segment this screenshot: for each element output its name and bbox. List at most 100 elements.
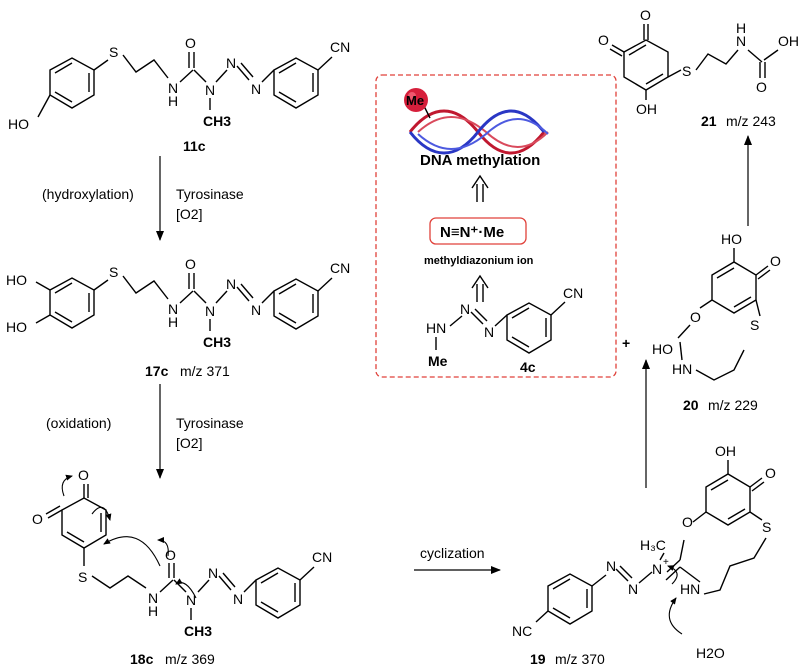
nh-label: N <box>736 33 746 49</box>
curly-arrow <box>157 537 169 557</box>
azo-n2-label: N <box>484 324 494 340</box>
condition-enzyme-2: Tyrosinase <box>176 415 244 431</box>
sulfur-label: S <box>78 569 87 585</box>
dna-strand-red-2 <box>417 116 549 148</box>
hn-label: HN <box>680 581 700 597</box>
condition-process-1: (hydroxylation) <box>42 186 134 202</box>
compound-label-19: 19 <box>530 651 546 667</box>
n-plus-label: N <box>652 561 662 577</box>
charge-label: + <box>663 557 669 568</box>
compound-17c: HO HO S N H O N CH3 N N CN 17c m/z 371 <box>6 256 350 379</box>
sulfur-label: S <box>682 63 691 79</box>
hydroxyl-label: HO <box>721 231 742 247</box>
methyl-label: Me <box>428 353 448 369</box>
compound-label-18c: 18c <box>130 651 154 667</box>
hydroxyl-label: HO <box>8 116 29 132</box>
compound-21: O O OH S N H O OH 21 m/z 243 <box>598 7 799 129</box>
mz-19: m/z 370 <box>555 651 605 667</box>
compound-label-20: 20 <box>683 397 699 413</box>
compound-label-21: 21 <box>701 113 717 129</box>
methyl-badge-text: Me <box>406 93 424 108</box>
dna-strand-blue <box>408 109 546 155</box>
ketone-o-label: O <box>770 253 781 269</box>
hemiaminal-oh-label: HO <box>652 341 673 357</box>
azo-n2-label: N <box>251 302 261 318</box>
nh-h-label: H <box>148 603 158 619</box>
nh-h-label: H <box>168 314 178 330</box>
quinone-o2-label: O <box>598 32 609 48</box>
curly-arrow <box>175 578 197 599</box>
azo-n1-label: N <box>208 565 218 581</box>
methyl-label: CH3 <box>184 623 212 639</box>
nh-label: N <box>168 80 178 96</box>
nh-h-label: H <box>168 93 178 109</box>
ion-formula: N≡N⁺·Me <box>440 224 504 241</box>
n-methyl-label: N <box>205 82 215 98</box>
mz-20: m/z 229 <box>708 397 758 413</box>
nitrile-label: CN <box>330 39 350 55</box>
mz-21: m/z 243 <box>726 113 776 129</box>
curly-arrow <box>61 474 73 497</box>
nh-label: N <box>148 590 158 606</box>
compound-20: HO O O HO HN S 20 m/z 229 <box>652 231 781 413</box>
hydroxyl-label: OH <box>636 101 657 117</box>
ring-hn-label: HN <box>672 361 692 377</box>
methyl-label: CH3 <box>203 113 231 129</box>
nitrile-label: CN <box>330 260 350 276</box>
mz-17c: m/z 371 <box>180 363 230 379</box>
carbonyl-o-label: O <box>185 256 196 272</box>
compound-label-4c: 4c <box>520 359 536 375</box>
azo-n2-label: N <box>233 591 243 607</box>
azo-n1-label: N <box>226 55 236 71</box>
nitrile-label: CN <box>312 549 332 565</box>
nh-label: N <box>168 301 178 317</box>
n-methyl-label: N <box>186 592 196 608</box>
sulfur-label: S <box>750 317 759 333</box>
curly-arrow <box>103 536 161 567</box>
retro-arrow-1 <box>471 174 489 202</box>
inset-border <box>375 74 617 378</box>
condition-enzyme-1: Tyrosinase <box>176 186 244 202</box>
quinone-o1-label: O <box>640 7 651 23</box>
water-label: H2O <box>696 645 725 661</box>
ion-label: methyldiazonium ion <box>424 255 534 267</box>
curly-arrow <box>668 597 683 635</box>
compound-19: NC N N N + H₃C O HN OH O S H2O 19 m/z 37… <box>512 443 776 667</box>
hydroxyl-label: OH <box>715 443 736 459</box>
compound-18c: O O S N H O N CH3 N N CN 18c m/z <box>32 467 332 667</box>
azo-n2-label: N <box>628 581 638 597</box>
curly-arrow <box>91 506 112 521</box>
nitrile-label: NC <box>512 623 532 639</box>
azo-n1-label: N <box>460 301 470 317</box>
methyl-label: CH3 <box>203 334 231 350</box>
quinone-o-label: O <box>765 465 776 481</box>
nitrile-label: CN <box>563 285 583 301</box>
nh-h-label: H <box>736 20 746 36</box>
n-methyl-label: N <box>205 303 215 319</box>
compound-label-11c: 11c <box>183 138 206 154</box>
acid-oh-label: OH <box>778 33 799 49</box>
condition-cofactor-2: [O2] <box>176 435 202 451</box>
methyl-label: H₃C <box>640 537 666 553</box>
condition-cofactor-1: [O2] <box>176 206 202 222</box>
carbonyl-o-label: O <box>756 79 767 95</box>
condition-process-3: cyclization <box>420 545 485 561</box>
curly-arrow <box>667 565 678 585</box>
ring-o-label: O <box>690 309 701 325</box>
hn-label: HN <box>426 320 446 336</box>
ion-box <box>429 217 527 245</box>
carbonyl-o-label: O <box>165 547 176 563</box>
hydroxyl-label: HO <box>6 272 27 288</box>
hydroxyl-label-2: HO <box>6 319 27 335</box>
condition-process-2: (oxidation) <box>46 415 111 431</box>
ether-o-label: O <box>682 514 693 530</box>
compound-label-17c: 17c <box>145 363 169 379</box>
compound-11c: HO S N H O N CH3 N N CN 11c <box>8 35 350 154</box>
azo-n1-label: N <box>606 558 616 574</box>
retro-arrow-2 <box>471 274 489 302</box>
sulfur-label: S <box>762 519 771 535</box>
mz-18c: m/z 369 <box>165 651 215 667</box>
azo-n1-label: N <box>226 276 236 292</box>
plus-sign: + <box>622 335 630 351</box>
